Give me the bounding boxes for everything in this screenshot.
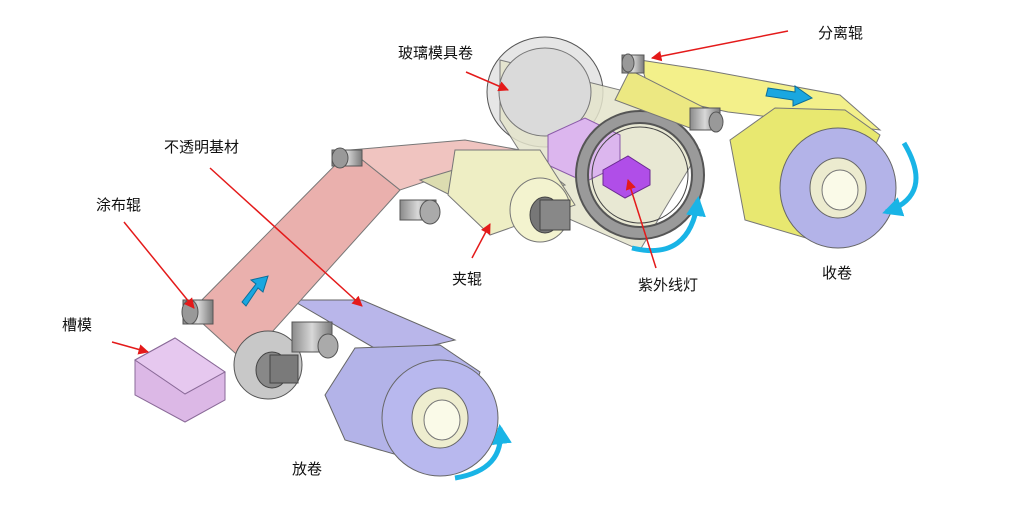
label-unwind: 放卷	[292, 460, 322, 478]
callout-arrow-icon	[650, 30, 789, 62]
unwind-film	[290, 299, 457, 357]
rewind-roll	[729, 107, 897, 249]
glass-roll-front-ring	[575, 110, 705, 240]
label-rewind: 收卷	[822, 264, 852, 282]
rotation-arrow-icon	[454, 424, 512, 481]
idler-roller-bottom-axle	[399, 199, 441, 225]
nip-roller	[447, 149, 576, 243]
callout-arrow-icon	[471, 223, 491, 259]
separation-roller	[621, 53, 724, 133]
label-glass-mold-roll: 玻璃模具卷	[398, 44, 473, 62]
callout-arrow-icon	[111, 341, 150, 355]
label-uv-lamp: 紫外线灯	[638, 276, 698, 294]
label-coating-roller: 涂布辊	[96, 196, 141, 214]
coating-roller	[181, 299, 303, 400]
slot-die	[134, 337, 226, 423]
idler-roller-top	[331, 147, 363, 169]
rotation-arrow-icon	[631, 196, 706, 254]
callout-arrow-icon	[123, 221, 195, 309]
label-nip-roller: 夹辊	[452, 270, 482, 288]
label-slot-die: 槽模	[62, 316, 92, 334]
unwind-roll	[324, 344, 499, 477]
label-separation-roller: 分离辊	[818, 24, 863, 42]
callout-arrow-icon	[625, 178, 657, 269]
callout-arrow-icon	[209, 167, 363, 307]
callout-arrow-icon	[465, 71, 509, 92]
rotation-arrow-icon	[882, 141, 919, 217]
flow-direction-arrow-icon	[241, 275, 269, 307]
label-opaque-substrate: 不透明基材	[164, 138, 239, 156]
flow-direction-arrow-icon	[765, 85, 814, 107]
lower-idler-roller	[291, 321, 339, 359]
